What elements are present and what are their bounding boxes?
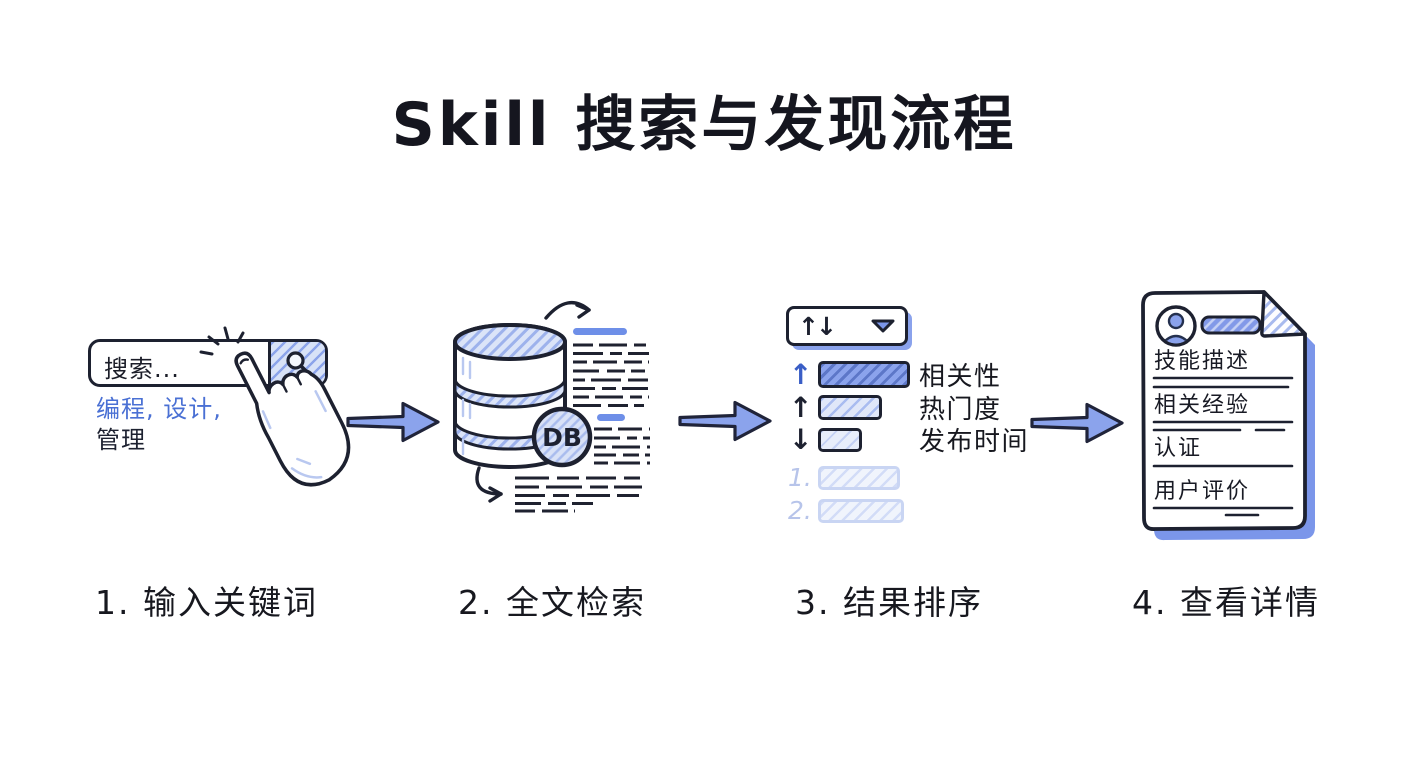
click-sparkle-icon [199,326,245,356]
diagram-title: Skill 搜索与发现流程 [391,90,1017,160]
keyword-tags-primary: 编程, 设计, [96,395,222,423]
fulltext-lines [515,328,650,513]
step4-caption: 4. 查看详情 [1132,583,1320,622]
sort-criterion-label: 热门度 [919,395,1002,425]
step2-caption: 2. 全文检索 [458,583,646,622]
sort-criterion-row: ↓ 发布时间 [789,421,1029,458]
result-placeholder-bar [818,465,900,490]
document-body [1141,290,1307,531]
chevron-down-icon [871,319,895,333]
sort-dropdown: ↑↓ [786,306,908,346]
sort-bar-wrap [818,395,919,420]
folded-corner [1260,290,1307,338]
sort-asc-icon: ↑ [789,391,813,424]
sort-criterion-label: 发布时间 [919,427,1030,457]
db-badge-label: DB [542,423,582,452]
person-avatar-icon [1155,305,1197,347]
detail-field-label: 技能描述 [1154,349,1250,374]
sort-criterion-row: ↑ 相关性 [789,356,1002,393]
sort-bar-wrap [818,427,919,452]
detail-field-label: 用户评价 [1154,479,1250,504]
result-placeholder-bar [818,498,904,523]
flow-arrow-3 [1030,402,1124,444]
skill-detail-document: 技能描述 相关经验 认证 用户评价 [1141,290,1315,541]
flow-arrow-2 [678,400,772,442]
step3-caption: 3. 结果排序 [795,583,983,622]
keyword-tags: 编程, 设计, 管理 [96,394,222,456]
field-underlines [1152,376,1294,517]
curved-arrow-to-text-icon [544,300,591,320]
search-placeholder-text: 搜索... [104,355,180,383]
rank-index: 1. [788,463,812,492]
curved-arrow-from-db-icon [475,466,503,503]
ranked-result-placeholder: 2. [788,496,904,525]
ranked-result-placeholder: 1. [788,463,900,492]
detail-field-label: 认证 [1154,436,1202,461]
flow-arrow-1 [346,401,440,443]
detail-field-label: 相关经验 [1154,393,1250,418]
sort-asc-icon: ↑ [789,358,813,391]
keyword-tags-secondary: 管理 [96,426,146,454]
step1-caption: 1. 输入关键词 [95,583,318,622]
database-fulltext-illustration: DB [453,300,650,513]
up-down-arrows-icon: ↑↓ [798,311,837,341]
sort-criterion-row: ↑ 热门度 [789,389,1002,426]
pointing-hand-cursor-icon [212,318,378,515]
publish-time-bar [818,427,862,452]
db-badge: DB [531,406,593,468]
sort-criterion-label: 相关性 [919,362,1002,392]
name-placeholder-bar [1200,315,1262,335]
relevance-bar [818,361,910,388]
sort-desc-icon: ↓ [789,423,813,456]
popularity-bar [818,395,882,420]
sort-bar-wrap [818,361,919,388]
rank-index: 2. [788,496,812,525]
